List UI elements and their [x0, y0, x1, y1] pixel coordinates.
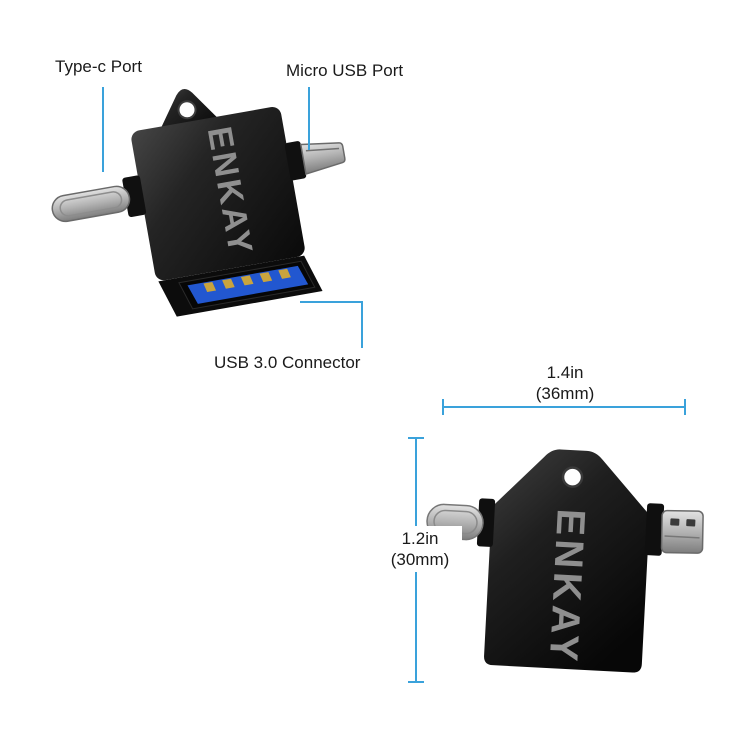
adapter-body	[131, 107, 305, 281]
lanyard-hole-icon	[177, 100, 197, 120]
height-inches-text: 1.2in	[401, 529, 439, 548]
usb3-callout-line	[300, 301, 363, 348]
lanyard-hole-icon	[561, 466, 584, 488]
adapter-angled-view: ENKAY	[51, 89, 346, 317]
height-dimension-label: 1.2in (30mm)	[378, 526, 462, 572]
adapter-body	[484, 449, 650, 673]
micro-usb-port-label: Micro USB Port	[286, 61, 404, 80]
callout-lines	[102, 87, 363, 348]
type-c-port-label: Type-c Port	[55, 57, 142, 76]
width-dimension-label: 1.4in (36mm)	[495, 362, 635, 404]
micro-usb-plug	[284, 141, 346, 181]
micro-usb-plug	[644, 503, 704, 556]
width-inches-text: 1.4in	[546, 363, 584, 382]
usb3-gold-pins	[203, 268, 291, 293]
usb3-port	[158, 255, 323, 317]
adapter-front-view: ENKAY	[426, 449, 704, 673]
enkay-logo: ENKAY	[541, 508, 593, 666]
usb3-port-tongue	[187, 265, 309, 304]
usb3-connector-label: USB 3.0 Connector	[214, 353, 361, 372]
height-mm-text: (30mm)	[390, 550, 450, 569]
type-c-plug	[51, 175, 147, 223]
width-mm-text: (36mm)	[535, 384, 595, 403]
